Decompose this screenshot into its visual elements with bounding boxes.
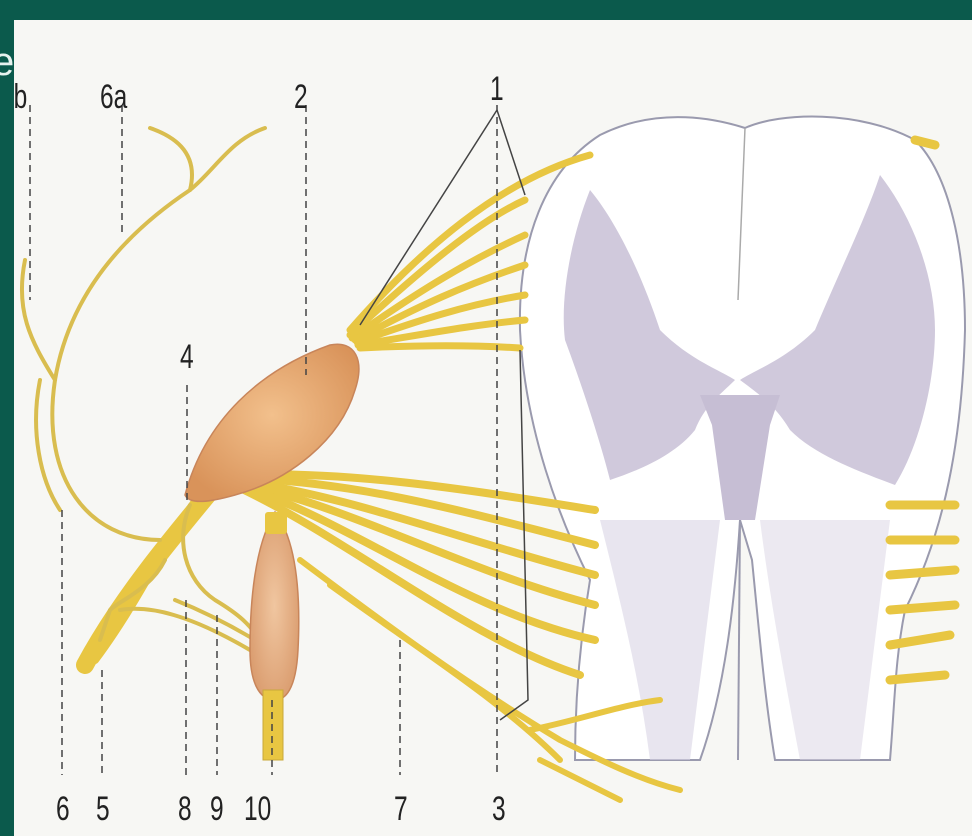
label-6b: 6b — [14, 78, 27, 117]
label-3: 3 — [492, 790, 506, 829]
label-6a: 6a — [100, 78, 127, 117]
label-9: 9 — [210, 790, 224, 829]
spinal-nerve-trunk — [85, 480, 220, 665]
spinal-cord — [520, 117, 965, 760]
label-8: 8 — [178, 790, 192, 829]
slide-title-fragment: e — [0, 40, 15, 85]
leader-lines-solid — [360, 110, 528, 720]
label-1: 1 — [490, 70, 504, 109]
label-2: 2 — [294, 78, 308, 117]
label-5: 5 — [96, 790, 110, 829]
label-4: 4 — [180, 338, 194, 377]
label-7: 7 — [394, 790, 408, 829]
label-6: 6 — [56, 790, 70, 829]
spinal-nerve-diagram: 6b 6a 2 1 4 6 5 8 9 10 7 3 — [14, 20, 972, 836]
label-10: 10 — [244, 790, 271, 829]
sympathetic-ganglion — [250, 512, 299, 760]
diagram-svg — [14, 20, 972, 836]
